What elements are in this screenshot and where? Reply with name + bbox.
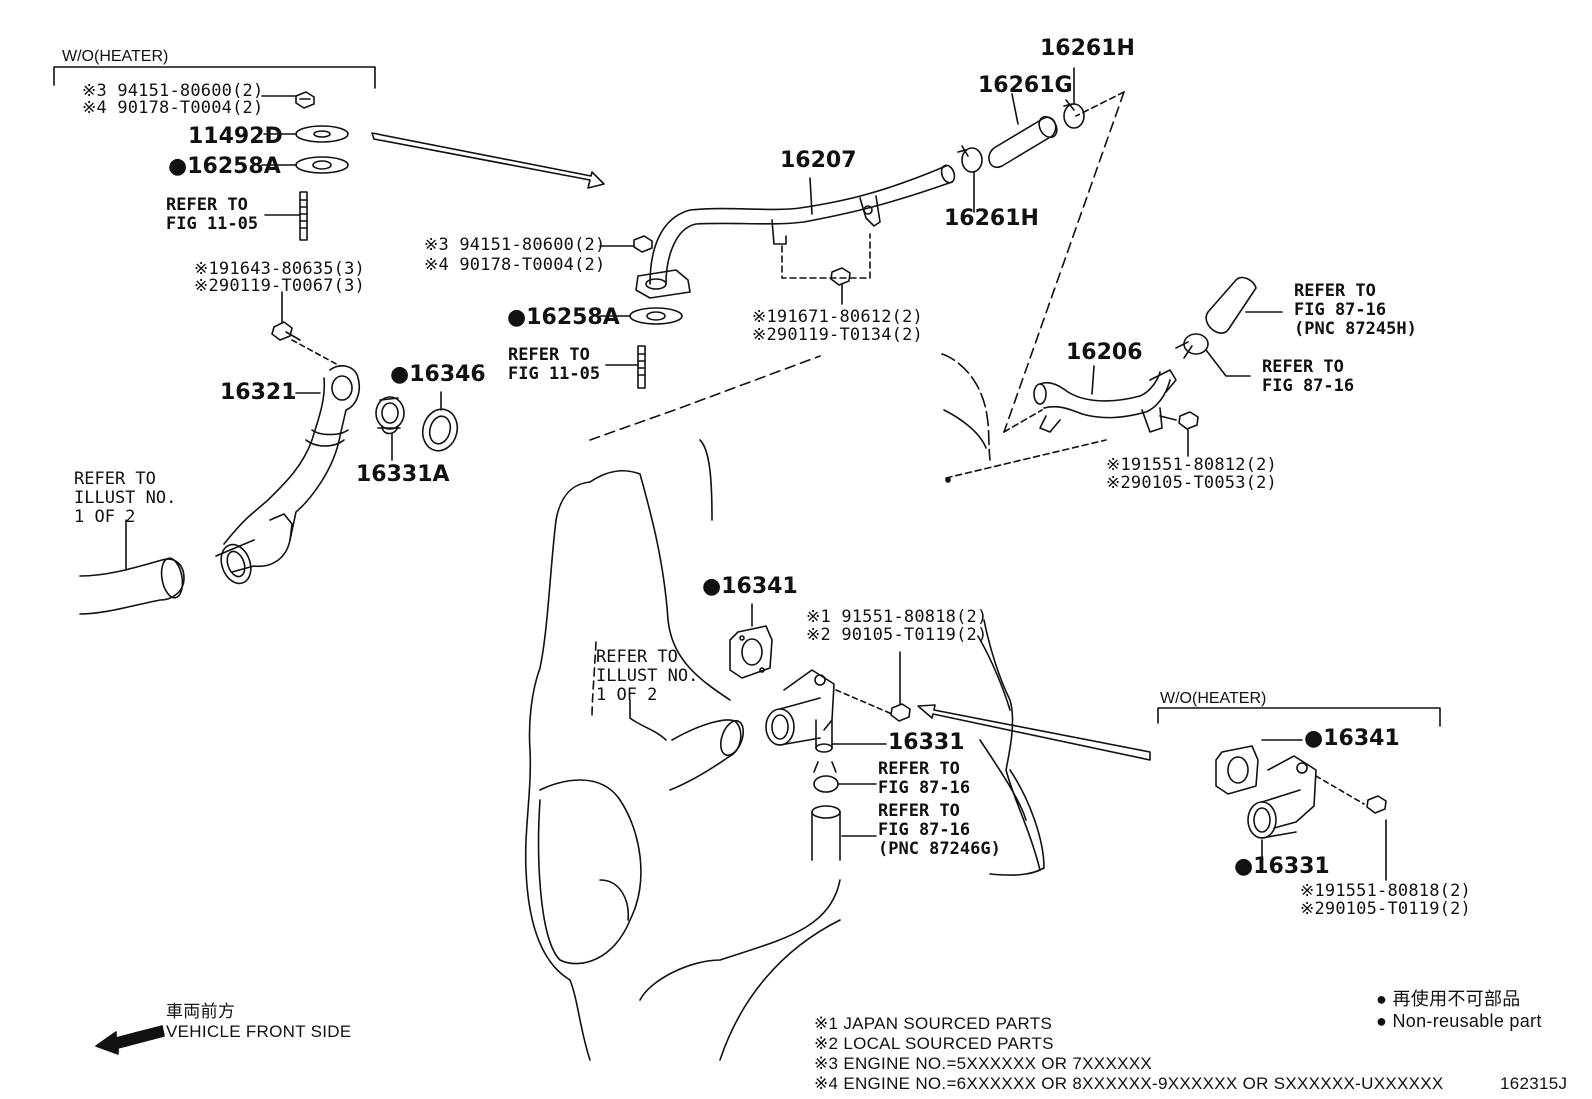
legend-jp: ● 再使用不可部品	[1376, 989, 1521, 1009]
nut-top-left	[295, 91, 315, 109]
gasket-16341-center	[729, 625, 773, 679]
vehicle-front-jp: 車両前方	[166, 1002, 236, 1021]
vehicle-front-arrow	[95, 1025, 165, 1055]
fastener-c1[interactable]: ※191643-80635(3)	[194, 259, 365, 279]
refer-fig-87-16-pnc-87245h[interactable]: REFER TO FIG 87-16 (PNC 87245H)	[1294, 281, 1417, 339]
part-16321[interactable]: 16321	[220, 380, 297, 405]
fastener-e2[interactable]: ※290105-T0053(2)	[1106, 473, 1277, 493]
nut-center	[633, 235, 653, 253]
arrow-to-pipe	[371, 132, 605, 189]
gasket-16258A-mid	[629, 307, 683, 325]
hose-center-below	[811, 805, 841, 861]
clamp-16261H-lower	[957, 145, 983, 173]
part-16207[interactable]: 16207	[780, 148, 857, 173]
refer-illust-left[interactable]: REFER TO ILLUST NO. 1 OF 2	[74, 469, 177, 527]
fastener-f2[interactable]: ※2 90105-T0119(2)	[806, 625, 988, 645]
part-16331A[interactable]: 16331A	[356, 462, 450, 487]
part-11492D[interactable]: 11492D	[188, 124, 283, 149]
fastener-b1[interactable]: ※3 94151-80600(2)	[424, 235, 606, 255]
fastener-b2[interactable]: ※4 90178-T0004(2)	[424, 255, 606, 275]
leader	[1205, 349, 1251, 377]
group-bracket-right	[1157, 707, 1441, 727]
bolt-pipe	[830, 267, 851, 299]
refer-fig-11-05-center[interactable]: REFER TO FIG 11-05	[508, 345, 601, 384]
part-16331-right[interactable]: ●16331	[1234, 854, 1330, 879]
gasket-11492D	[295, 125, 349, 143]
engine-block-outline	[524, 353, 1045, 1061]
bolt-16321	[271, 321, 301, 341]
part-16206[interactable]: 16206	[1066, 340, 1143, 365]
pipe-16206	[1033, 369, 1177, 433]
fastener-a1[interactable]: ※3 94151-80600(2)	[82, 81, 264, 101]
gasket-16258A-top	[295, 156, 349, 174]
note-3: ※3 ENGINE NO.=5XXXXXX OR 7XXXXXX	[814, 1054, 1152, 1073]
hose-left	[79, 519, 185, 615]
bolt-center	[890, 703, 911, 722]
part-16261H-bottom[interactable]: 16261H	[944, 206, 1039, 231]
stud-top-left	[299, 191, 308, 241]
hose-upper-right	[1205, 276, 1257, 334]
fastener-f1[interactable]: ※1 91551-80818(2)	[806, 607, 988, 627]
fastener-c2[interactable]: ※290119-T0067(3)	[194, 276, 365, 296]
fastener-d1[interactable]: ※191671-80612(2)	[752, 307, 923, 327]
part-16261G[interactable]: 16261G	[978, 73, 1073, 98]
leader	[1091, 365, 1095, 395]
refer-fig-87-16-right[interactable]: REFER TO FIG 87-16	[1262, 357, 1355, 396]
note-2: ※2 LOCAL SOURCED PARTS	[814, 1034, 1054, 1053]
note-4: ※4 ENGINE NO.=6XXXXXX OR 8XXXXXX-9XXXXXX…	[814, 1074, 1444, 1093]
note-1: ※1 JAPAN SOURCED PARTS	[814, 1014, 1053, 1033]
refer-fig-87-16-center[interactable]: REFER TO FIG 87-16	[878, 759, 971, 798]
fastener-g1[interactable]: ※191551-80818(2)	[1300, 881, 1471, 901]
hose-center	[629, 699, 745, 791]
bolt-16206	[1159, 411, 1199, 430]
refer-illust-center[interactable]: REFER TO ILLUST NO. 1 OF 2	[596, 647, 699, 705]
fastener-a2[interactable]: ※4 90178-T0004(2)	[82, 98, 264, 118]
part-16341-center[interactable]: ●16341	[702, 574, 798, 599]
part-16341-right[interactable]: ●16341	[1304, 726, 1400, 751]
legend-en: ● Non-reusable part	[1376, 1011, 1542, 1031]
arrow-to-housing	[917, 704, 1151, 761]
vehicle-front-en: VEHICLE FRONT SIDE	[166, 1022, 352, 1041]
housing-16331-center	[765, 669, 835, 753]
fastener-g2[interactable]: ※290105-T0119(2)	[1300, 899, 1471, 919]
leader	[809, 177, 813, 215]
group-bracket-top	[53, 66, 376, 89]
bolt-right	[1366, 795, 1387, 881]
part-16258A-mid[interactable]: ●16258A	[507, 305, 620, 330]
refer-fig-87-16-pnc-87246g[interactable]: REFER TO FIG 87-16 (PNC 87246G)	[878, 801, 1001, 859]
clamp-center-below	[813, 761, 839, 793]
outlet-pipe-16321	[215, 365, 361, 585]
part-16258A-top[interactable]: ●16258A	[168, 154, 281, 179]
leader	[1011, 93, 1019, 125]
thermostat-16331A	[375, 396, 405, 435]
part-16261H-top[interactable]: 16261H	[1040, 36, 1135, 61]
figure-id: 162315J	[1500, 1074, 1568, 1093]
part-16346[interactable]: ●16346	[390, 362, 486, 387]
leader	[261, 95, 301, 216]
hose-16261G	[988, 115, 1058, 169]
gasket-16346	[421, 408, 459, 452]
part-16331-center[interactable]: 16331	[888, 730, 965, 755]
clamp-upper-right	[1175, 333, 1209, 359]
fastener-e1[interactable]: ※191551-80812(2)	[1106, 455, 1277, 475]
group-label-top: W/O(HEATER)	[62, 48, 169, 65]
bypass-pipe-16207	[635, 164, 956, 299]
group-label-right: W/O(HEATER)	[1160, 690, 1267, 707]
gasket-16341-right	[1215, 745, 1259, 795]
housing-16331-right	[1247, 755, 1317, 839]
refer-fig-11-05-left[interactable]: REFER TO FIG 11-05	[166, 195, 259, 234]
fastener-d2[interactable]: ※290119-T0134(2)	[752, 325, 923, 345]
stud-center	[637, 345, 646, 389]
